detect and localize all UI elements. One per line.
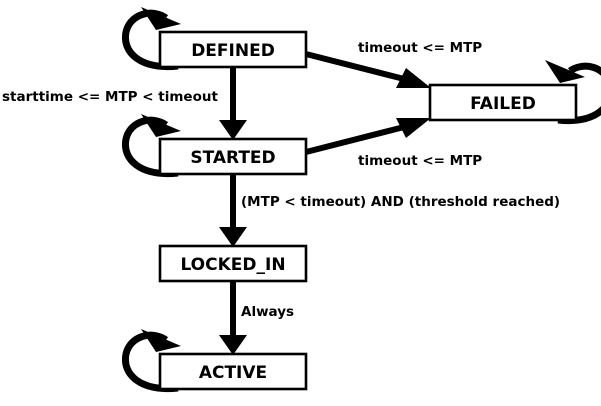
started-to-failed-arrowhead xyxy=(396,118,431,138)
state-node-failed[interactable]: FAILED xyxy=(428,83,578,122)
failed-self-loop-arrowhead xyxy=(545,60,585,83)
defined-to-failed-arrowhead xyxy=(396,68,431,88)
failed-self-loop-path xyxy=(557,62,601,125)
state-box-locked-in xyxy=(158,244,308,283)
state-label-failed: FAILED xyxy=(470,94,536,114)
state-node-locked-in[interactable]: LOCKED_IN xyxy=(158,244,308,283)
started-self-loop-arrowhead xyxy=(141,114,181,137)
defined-self-loop-arrowhead xyxy=(141,7,181,30)
edge-label-timeout-defined-failed: timeout <= MTP xyxy=(358,40,482,56)
transition-defined-to-started[interactable] xyxy=(219,66,247,140)
transition-defined-to-failed[interactable] xyxy=(305,51,431,88)
state-node-defined[interactable]: DEFINED xyxy=(158,30,308,69)
state-box-defined xyxy=(158,30,308,69)
state-node-started[interactable]: STARTED xyxy=(158,137,308,176)
edge-label-always: Always xyxy=(241,304,294,320)
defined-to-started-arrowhead xyxy=(219,120,247,140)
started-to-lockedin-arrowhead xyxy=(219,227,247,247)
defined-to-failed-line xyxy=(305,51,409,83)
edge-label-timeout-started-failed: timeout <= MTP xyxy=(358,153,482,169)
state-box-active xyxy=(158,352,308,391)
edge-label-starttime: starttime <= MTP < timeout xyxy=(2,89,218,105)
state-box-started xyxy=(158,137,308,176)
edge-label-threshold-reached: (MTP < timeout) AND (threshold reached) xyxy=(241,194,560,210)
state-label-locked-in: LOCKED_IN xyxy=(180,255,285,275)
state-box-failed xyxy=(428,83,578,122)
transition-started-to-failed[interactable] xyxy=(305,118,431,155)
transition-defined-self[interactable] xyxy=(121,7,181,71)
transition-lockedin-to-active[interactable] xyxy=(219,281,247,355)
lockedin-to-active-arrowhead xyxy=(219,335,247,355)
state-label-defined: DEFINED xyxy=(191,41,275,61)
transition-failed-self[interactable] xyxy=(545,60,601,125)
transition-active-self[interactable] xyxy=(121,329,181,393)
started-to-failed-line xyxy=(305,123,409,155)
active-self-loop-arrowhead xyxy=(141,329,181,352)
transition-started-self[interactable] xyxy=(121,114,181,178)
state-node-active[interactable]: ACTIVE xyxy=(158,352,308,391)
state-label-started: STARTED xyxy=(190,148,275,168)
transition-started-to-lockedin[interactable] xyxy=(219,173,247,247)
state-label-active: ACTIVE xyxy=(199,363,267,383)
